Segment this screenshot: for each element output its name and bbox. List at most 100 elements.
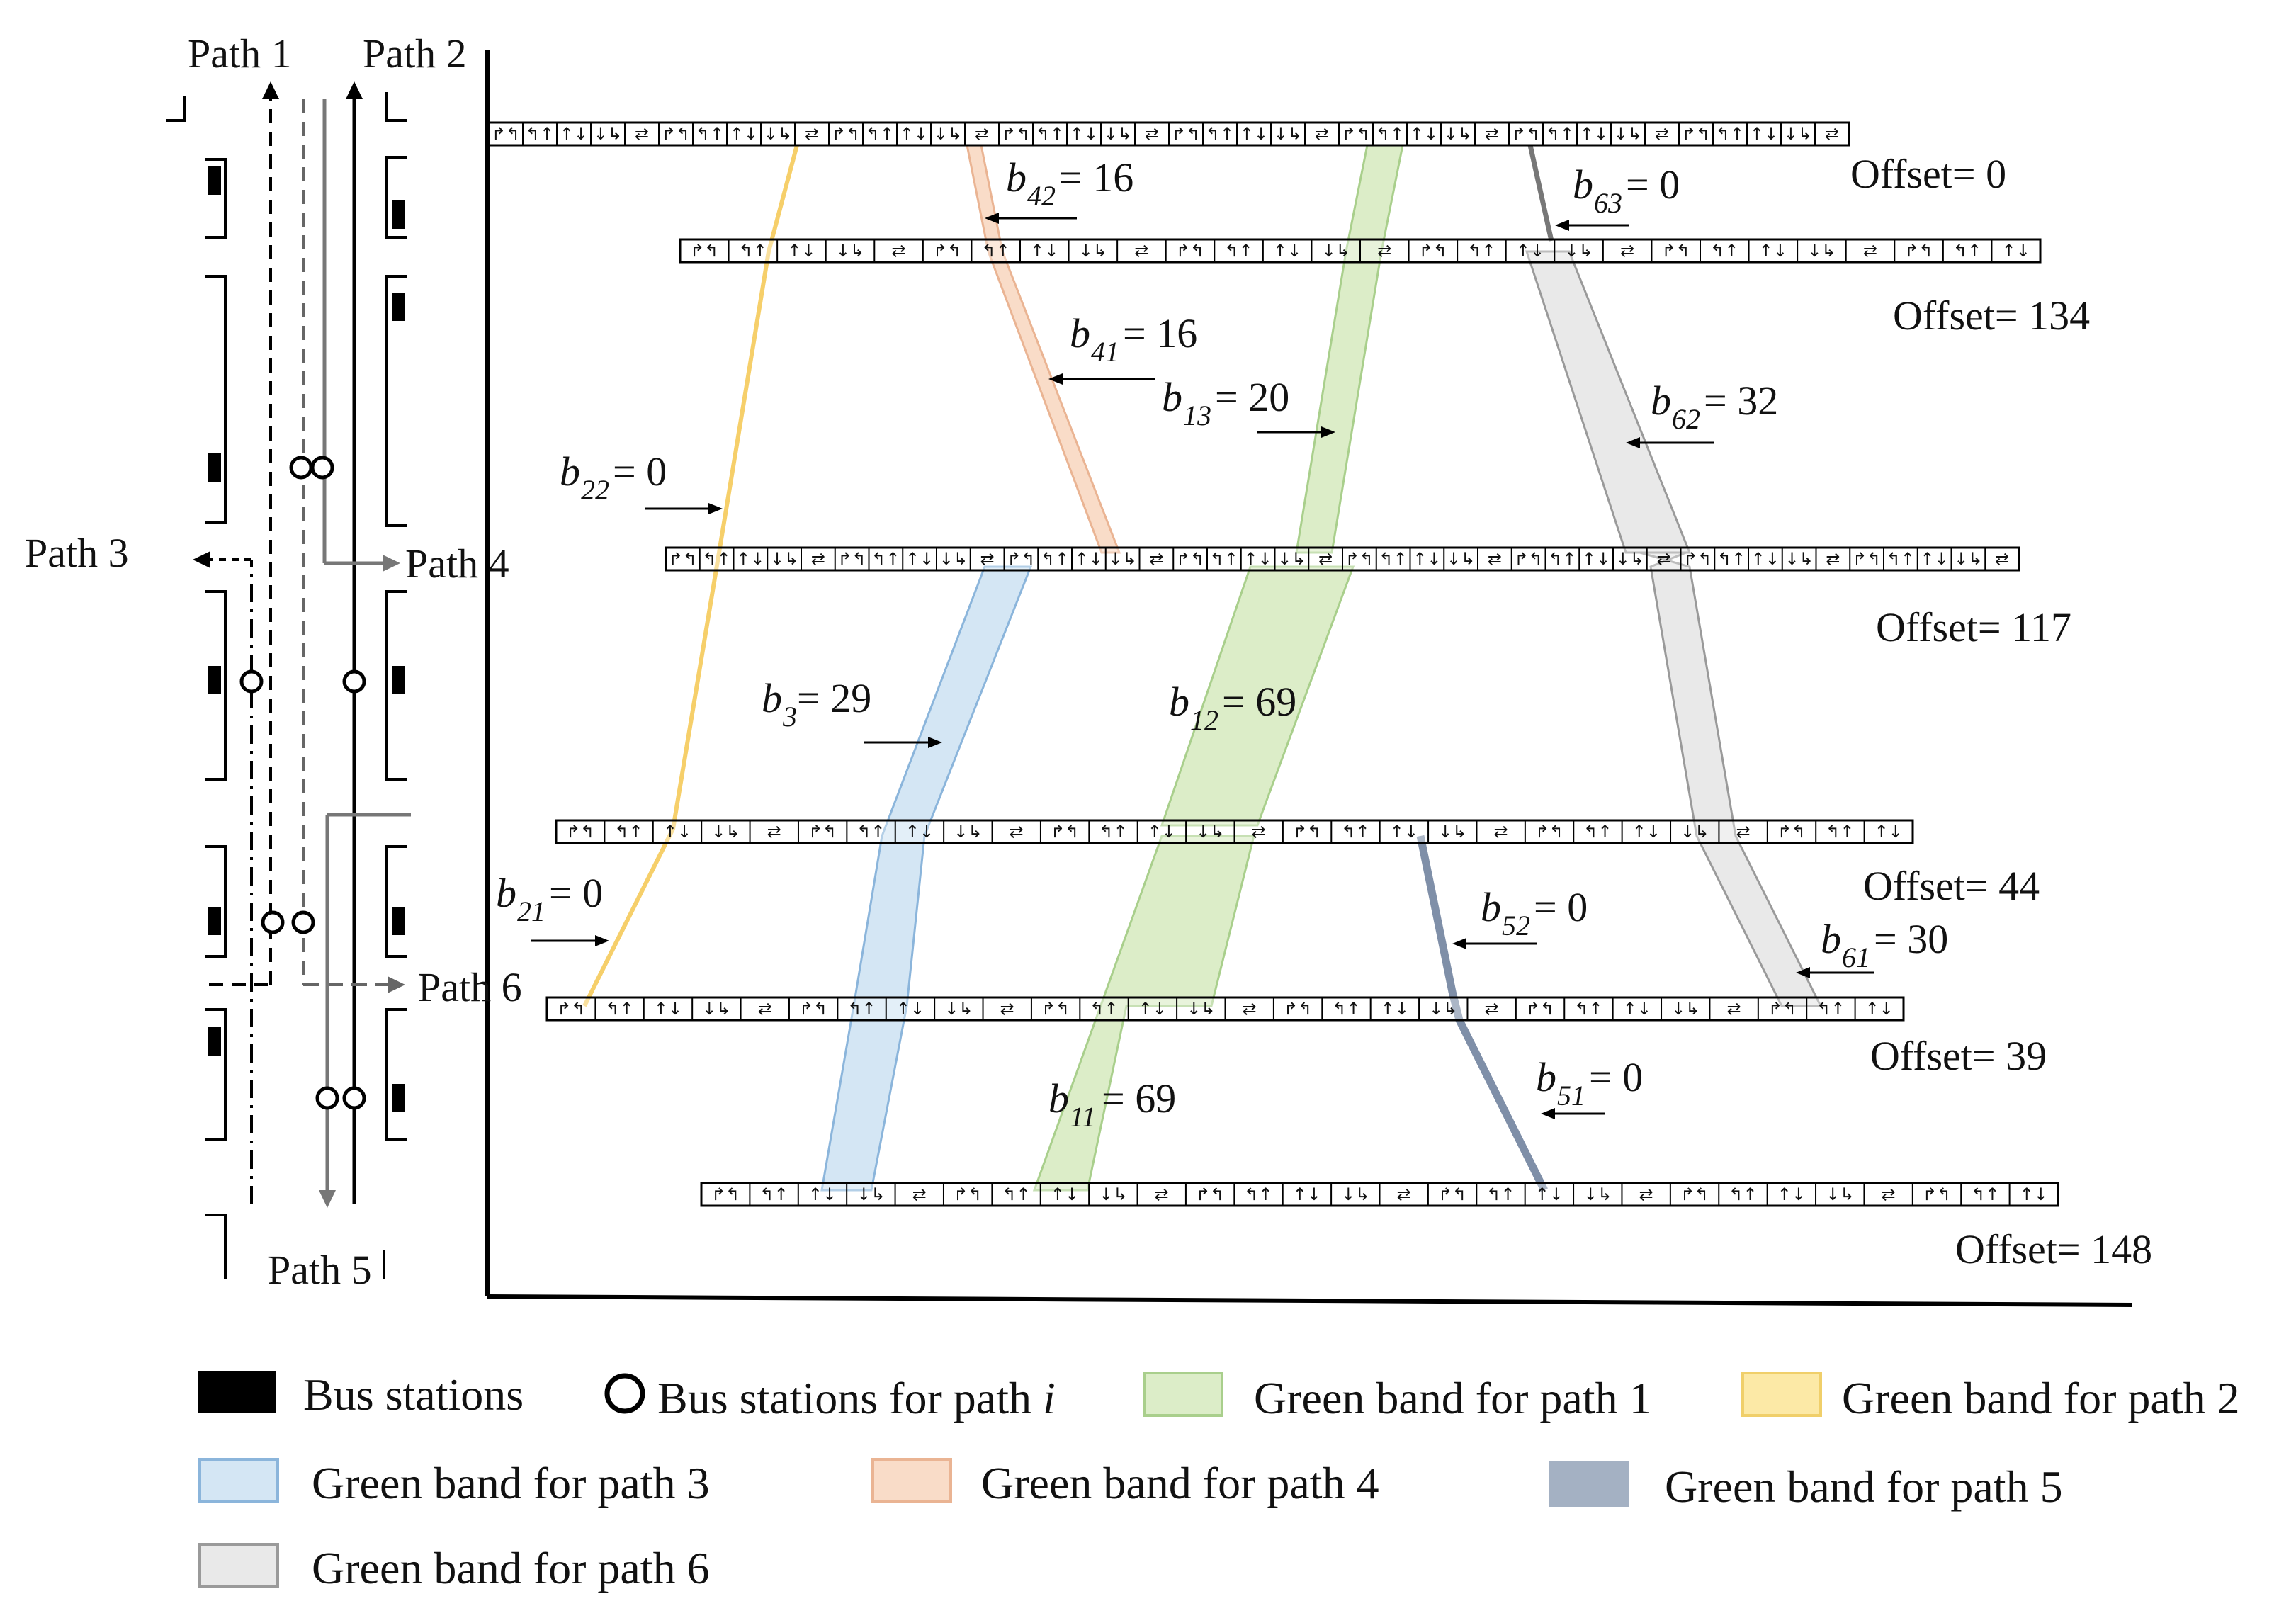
phase-icon: ↓↳ [1785,549,1814,569]
phase-icon: ↱↰ [1683,549,1712,569]
phase-icon: ↑↓ [1413,549,1441,569]
phase-icon: ↑↓ [663,822,691,842]
phase-icon: ⇄ [811,549,825,569]
phase-icon: ↑↓ [1244,549,1272,569]
phase-icon: ↱↰ [799,999,827,1019]
svg-text:= 30: = 30 [1874,916,1948,962]
bus-station-mark [208,1027,221,1056]
phase-icon: ↓↳ [1341,1184,1369,1204]
phase-icon: ↰↑ [1002,1184,1030,1204]
offset-label: Offset= 134 [1893,293,2090,339]
svg-text:= 32: = 32 [1704,378,1778,424]
band-path2 [582,145,799,1007]
phase-icon: ⇄ [912,1184,927,1204]
phase-icon: ⇄ [1315,124,1329,144]
phase-icon: ⇄ [1243,999,1257,1019]
phase-icon: ↑↓ [1921,549,1949,569]
phase-icon: ⇄ [1488,549,1502,569]
svg-text:= 20: = 20 [1215,374,1289,420]
phase-icon: ↰↑ [1826,822,1854,842]
arrow-head [319,1190,336,1208]
phase-icon: ↱↰ [1342,124,1370,144]
phase-icon: ↱↰ [1777,822,1806,842]
phase-icon: ↱↰ [711,1184,740,1204]
phase-icon: ↱↰ [1853,549,1881,569]
legend-swatch-path5 [1549,1461,1629,1507]
bandwidth-b22: b 22 = 0 [560,448,723,514]
phase-icon: ↑↓ [1580,124,1608,144]
phase-icon: ↰↑ [1816,999,1845,1019]
phase-icon: ↰↑ [1583,822,1612,842]
phase-icon: ↱↰ [1923,1184,1951,1204]
svg-text:= 69: = 69 [1102,1075,1176,1121]
phase-icon: ↓↳ [934,124,962,144]
bus-station-mark [392,907,405,935]
phase-icon: ↰↑ [1574,999,1602,1019]
path-station-circle [342,669,366,694]
phase-icon: ↱↰ [1526,999,1554,1019]
path-3-label: Path 3 [25,530,129,576]
phase-icon: ↓↳ [1954,549,1982,569]
phase-icon: ↓↳ [1614,124,1642,144]
phase-icon: ↱↰ [1419,241,1447,261]
svg-text:12: 12 [1190,704,1218,736]
phase-icon: ↓↳ [954,822,982,842]
svg-text:b: b [1536,1054,1556,1100]
phase-icon: ⇄ [767,822,781,842]
phase-icon: ⇄ [1639,1184,1653,1204]
arrow-head [388,976,405,993]
phase-icon: ↰↑ [866,124,894,144]
phase-icon: ↱↰ [1512,124,1540,144]
phase-icon: ↓↳ [944,999,973,1019]
phase-icon: ↰↑ [526,124,554,144]
green-bands [582,144,1823,1192]
phase-icon: ↑↓ [730,124,758,144]
path-station-circle [291,910,315,934]
path-6-label: Path 6 [418,964,522,1010]
phase-icon: ↱↰ [557,999,585,1019]
svg-text:62: 62 [1672,403,1700,435]
svg-text:= 0: = 0 [613,448,667,494]
offset-label: Offset= 117 [1876,604,2071,650]
intersection-schematic: Path 1 Path 2 Path 3 Path 4 Path 6 Path … [25,30,522,1293]
phase-icon: ↰↑ [1090,999,1118,1019]
phase-icon: ↰↑ [1546,124,1574,144]
phase-icon: ↱↰ [662,124,690,144]
phase-icon: ⇄ [892,241,906,261]
phase-icon: ↰↑ [1710,241,1738,261]
phase-icon: ↓↳ [1109,549,1137,569]
path-2-label: Path 2 [363,30,467,77]
svg-text:b: b [1048,1075,1069,1121]
svg-text:b: b [560,448,580,494]
bus-station-mark [392,293,405,321]
phase-icon: ↑↓ [1623,999,1651,1019]
phase-icon: ⇄ [1149,549,1163,569]
phase-icon: ↑↓ [1777,1184,1806,1204]
phase-icon: ⇄ [1736,822,1751,842]
bus-station-mark [392,1084,405,1112]
legend-label: Bus stations for path i [657,1373,1056,1423]
phase-icon: ↑↓ [1240,124,1268,144]
phase-icon: ↱↰ [832,124,860,144]
phase-icon: ⇄ [1397,1184,1411,1204]
bandwidth-b61: b 61 = 30 [1796,916,1948,978]
phase-icon: ↰↑ [703,549,731,569]
phase-icon: ↱↰ [954,1184,982,1204]
svg-text:3: 3 [782,701,797,733]
phase-icon: ↓↳ [1187,999,1215,1019]
bandwidth-b12: b 12 = 69 [1169,679,1296,736]
arrow-head [383,555,400,572]
arrow-head [262,81,279,99]
phase-icon: ↑↓ [1070,124,1098,144]
phase-icon: ↱↰ [1680,1184,1709,1204]
phase-icon: ↱↰ [1002,124,1030,144]
arrow-head [193,551,210,568]
phase-icon: ↰↑ [1244,1184,1272,1204]
phase-icon: ↰↑ [982,241,1010,261]
bandwidth-b3: b 3 = 29 [762,675,942,748]
phase-icon: ↱↰ [1682,124,1710,144]
phase-icon: ↰↑ [871,549,900,569]
phase-icon: ↑↓ [1273,241,1301,261]
phase-icon: ↑↓ [1148,822,1176,842]
band-path3 [820,565,1033,1192]
